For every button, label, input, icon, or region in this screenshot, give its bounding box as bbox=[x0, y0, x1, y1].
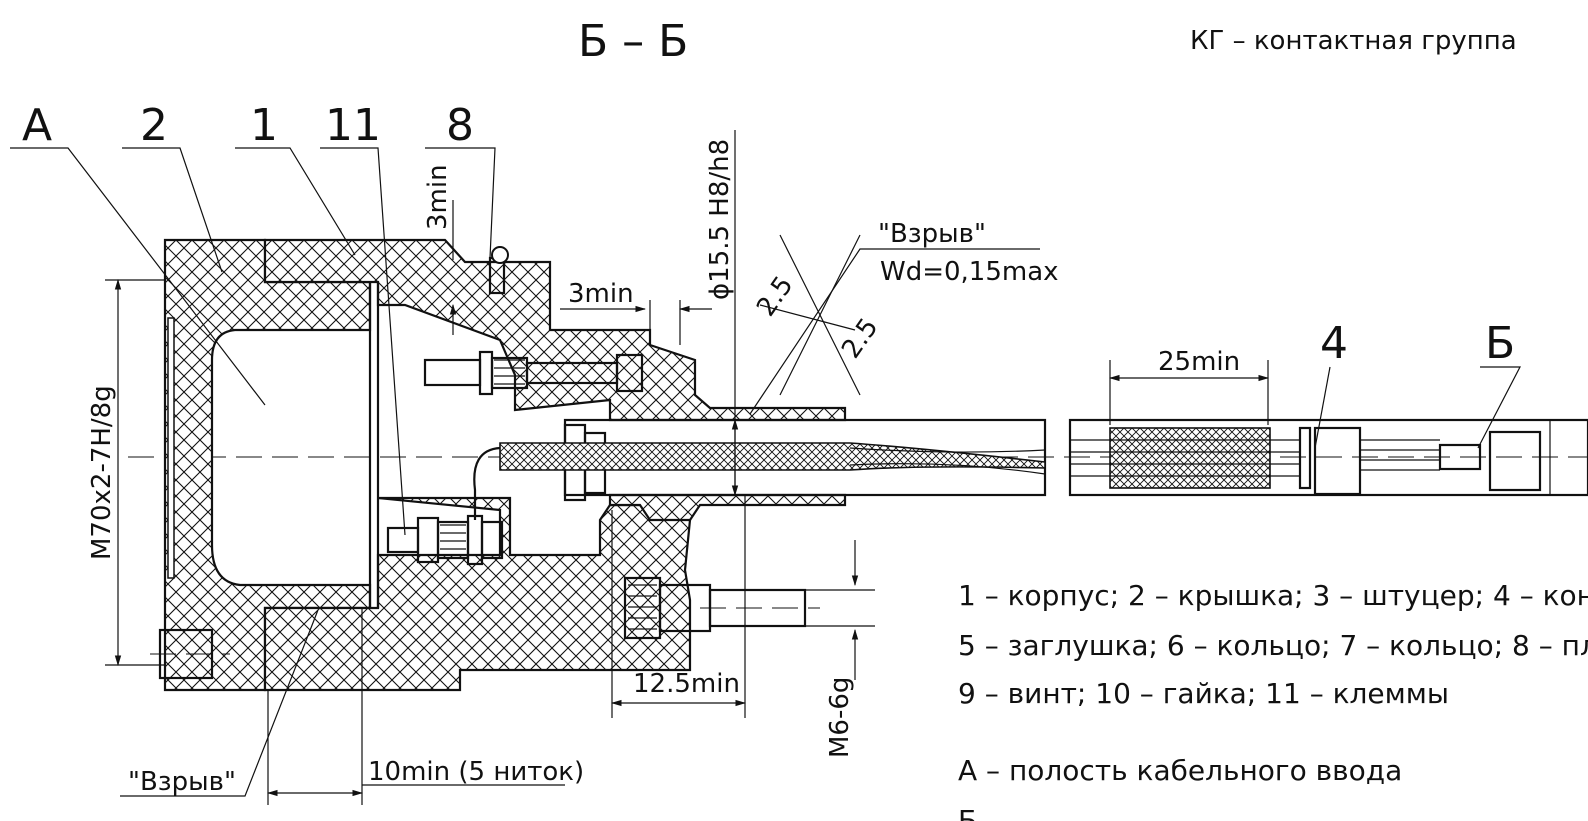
label-part-8: 8 bbox=[446, 100, 474, 151]
cable-bend-wire bbox=[473, 446, 501, 520]
explosion-callout-bottom: "Взрыв" bbox=[128, 767, 236, 797]
label-part-1: 1 bbox=[250, 100, 278, 151]
dim-roughness-2: 2.5 bbox=[836, 313, 884, 364]
label-part-4: 4 bbox=[1320, 318, 1348, 369]
wd-callout: Wd=0,15max bbox=[880, 257, 1059, 287]
explosion-callout-top: "Взрыв" bbox=[878, 219, 986, 249]
dimension-lines bbox=[105, 130, 1270, 805]
dim-roughness-1: 2.5 bbox=[751, 271, 799, 322]
dim-thread-10min: 10min (5 ниток) bbox=[368, 757, 584, 787]
fitting-lower bbox=[608, 493, 847, 522]
dim-diameter-fit: ϕ15.5 H8/h8 bbox=[705, 139, 735, 300]
dim-thread-body: M70x2-7H/8g bbox=[87, 385, 117, 560]
legend-cavity: А – полость кабельного ввода bbox=[958, 754, 1402, 787]
body-part-1 bbox=[263, 238, 847, 422]
legend-line-3: 9 – винт; 10 – гайка; 11 – клеммы bbox=[958, 677, 1449, 710]
upper-terminal bbox=[423, 350, 644, 396]
lower-terminal bbox=[386, 514, 504, 566]
section-title: Б – Б bbox=[578, 16, 688, 67]
dim-gap-3min-vertical: 3min bbox=[423, 164, 453, 230]
label-section-b: Б bbox=[1485, 318, 1515, 369]
cable-end-view bbox=[1068, 418, 1588, 497]
seal-screw-8 bbox=[488, 246, 509, 295]
legend-line-2: 5 – заглушка; 6 – кольцо; 7 – кольцо; 8 … bbox=[958, 629, 1588, 662]
legend-line-1: 1 – корпус; 2 – крышка; 3 – штуцер; 4 – … bbox=[958, 579, 1588, 612]
dim-thread-screw: M6-6g bbox=[825, 677, 855, 758]
label-part-11: 11 bbox=[325, 100, 381, 151]
legend-cut: Б – bbox=[958, 804, 1000, 821]
dim-cable-25min: 25min bbox=[1158, 347, 1240, 377]
cover-inner-edge bbox=[167, 317, 175, 579]
dim-gap-3min-horizontal: 3min bbox=[568, 279, 634, 309]
label-part-2: 2 bbox=[140, 100, 168, 151]
label-cavity-a: А bbox=[22, 100, 52, 151]
cover-part-2 bbox=[163, 238, 372, 692]
lower-screw bbox=[623, 576, 820, 640]
cable-fan-out bbox=[849, 447, 1046, 475]
leader-lines bbox=[10, 147, 1521, 797]
dim-length-12-5min: 12.5min bbox=[633, 669, 740, 699]
kg-note: КГ – контактная группа bbox=[1190, 26, 1517, 56]
